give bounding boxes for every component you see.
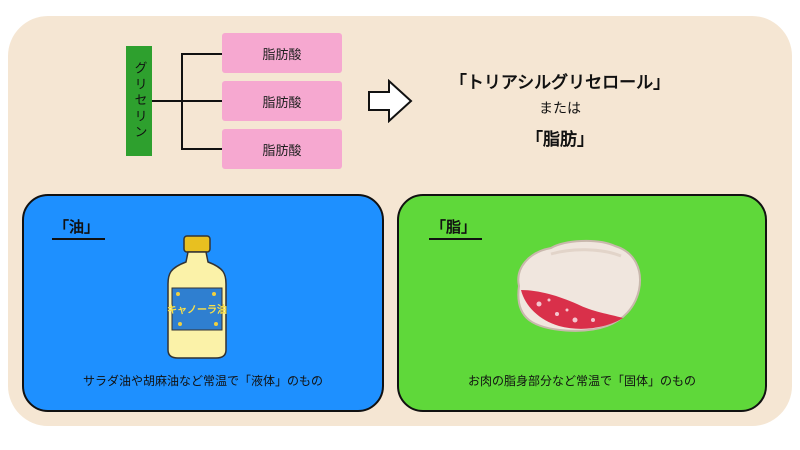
connector-branch-top	[181, 53, 222, 55]
fatty-acid-box-2: 脂肪酸	[222, 81, 342, 121]
connector-branch-middle	[181, 100, 222, 102]
connector-horizontal-main	[152, 100, 182, 102]
canola-oil-bottle-icon: キャノーラ油	[167, 235, 227, 359]
result-connector-text: または	[539, 101, 581, 117]
glycerin-box: グリセリン	[126, 46, 152, 156]
bottle-label-text: キャノーラ油	[167, 303, 227, 316]
fat-box: 「脂」 お肉の脂身部分など常温で「固体」のもの	[397, 194, 767, 412]
meat-fat-icon	[517, 239, 641, 332]
connector-branch-bottom	[181, 148, 222, 150]
oil-box: 「油」 キャノーラ油 サラダ油や胡麻油など常温で「液体」のもの	[22, 194, 384, 412]
result-term-triacylglycerol: 「トリアシルグリセロール」	[449, 73, 671, 93]
fat-box-title: 「脂」	[429, 216, 483, 240]
right-arrow-icon	[368, 79, 413, 123]
fatty-acid-box-3: 脂肪酸	[222, 129, 342, 169]
result-term-fat: 「脂肪」	[526, 130, 594, 150]
oil-box-title: 「油」	[52, 216, 106, 240]
fatty-acid-box-1: 脂肪酸	[222, 33, 342, 73]
fat-box-caption: お肉の脂身部分など常温で「固体」のもの	[467, 374, 696, 388]
oil-box-caption: サラダ油や胡麻油など常温で「液体」のもの	[82, 374, 323, 388]
